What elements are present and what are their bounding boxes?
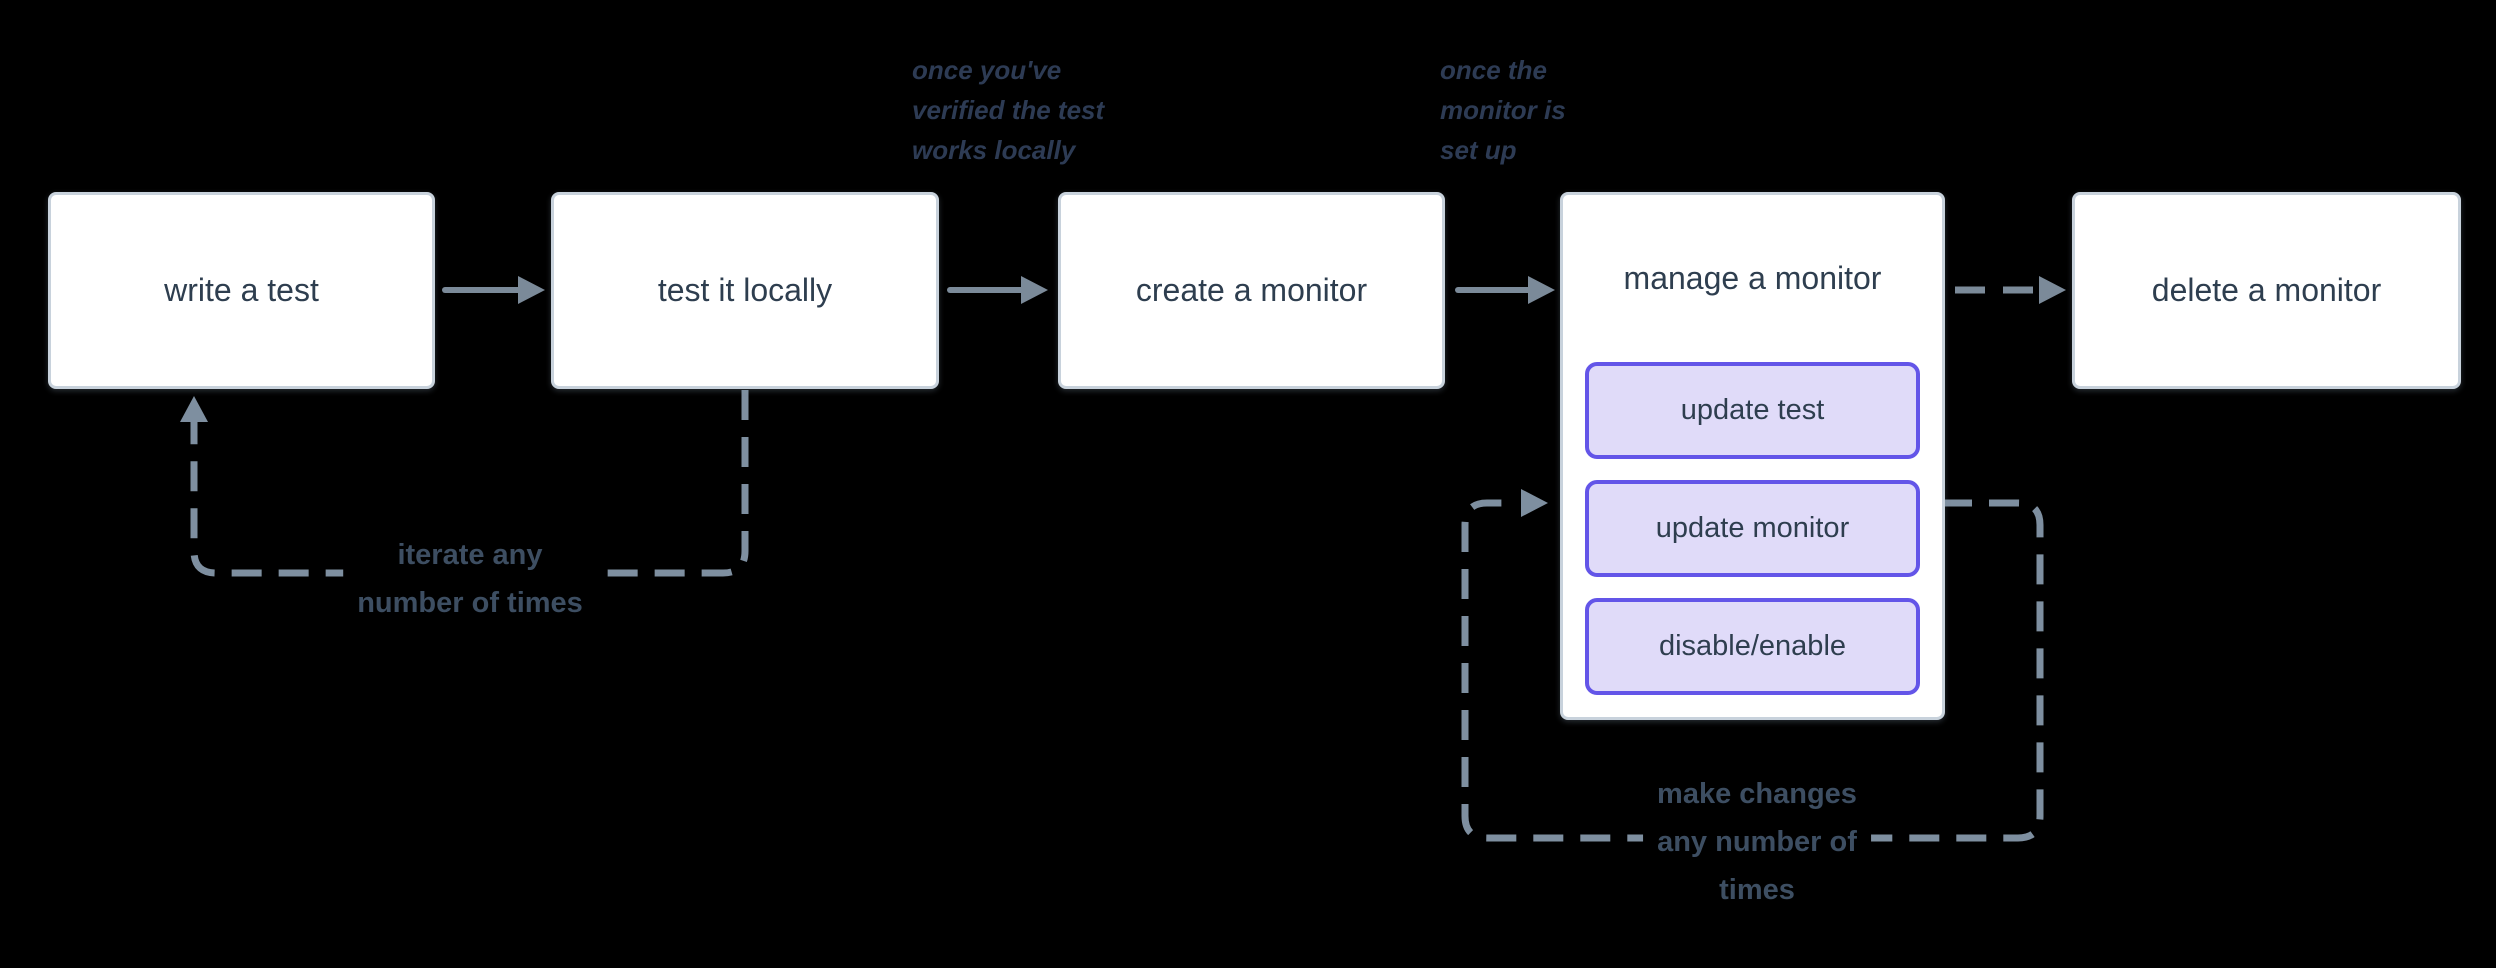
node-test-it-locally-label: test it locally xyxy=(657,272,833,308)
arrow-create-to-manage xyxy=(1455,276,1555,304)
annotation-once-monitor-set-up: once the monitor is set up xyxy=(1440,55,1566,165)
arrow-test-to-create xyxy=(947,276,1048,304)
action-disable-enable-label: disable/enable xyxy=(1658,630,1847,662)
node-manage-a-monitor: manage a monitor update test update moni… xyxy=(1560,192,1945,720)
action-update-monitor-label: update monitor xyxy=(1655,512,1850,544)
node-create-a-monitor: create a monitor xyxy=(1058,192,1445,389)
node-manage-a-monitor-label: manage a monitor xyxy=(1623,260,1882,296)
arrow-write-to-test xyxy=(442,276,545,304)
loop-label-make-changes: make changes any number of times xyxy=(1643,770,1871,914)
loop-label-iterate: iterate any number of times xyxy=(343,531,597,627)
node-delete-a-monitor-label: delete a monitor xyxy=(2151,272,2382,308)
arrow-manage-to-delete xyxy=(1955,276,2066,304)
action-disable-enable: disable/enable xyxy=(1585,598,1920,695)
node-delete-a-monitor: delete a monitor xyxy=(2072,192,2461,389)
annotation-once-verified: once you've verified the test works loca… xyxy=(912,55,1105,165)
node-write-a-test: write a test xyxy=(48,192,435,389)
action-update-test: update test xyxy=(1585,362,1920,459)
action-update-monitor: update monitor xyxy=(1585,480,1920,577)
node-create-a-monitor-label: create a monitor xyxy=(1135,272,1368,308)
node-manage-a-monitor-title: manage a monitor xyxy=(1563,195,1942,362)
node-write-a-test-label: write a test xyxy=(164,272,319,308)
action-update-test-label: update test xyxy=(1680,394,1825,426)
node-test-it-locally: test it locally xyxy=(551,192,939,389)
